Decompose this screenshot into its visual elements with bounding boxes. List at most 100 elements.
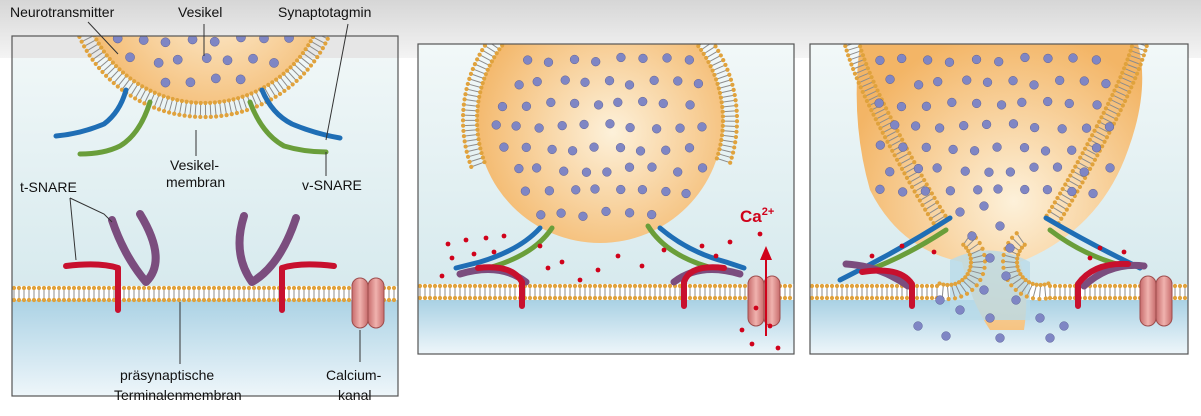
lipid-head — [1142, 53, 1146, 57]
lipid-head — [623, 296, 627, 300]
lipid-head — [87, 286, 91, 290]
lipid-head — [423, 296, 427, 300]
lipid-head — [1090, 133, 1094, 137]
lipid-head — [463, 139, 467, 143]
lipid-head — [461, 108, 465, 112]
molecule — [581, 78, 590, 87]
lipid-head — [851, 67, 855, 71]
lipid-head — [1129, 85, 1133, 89]
lipid-head — [884, 106, 888, 110]
lipid-head — [167, 110, 171, 114]
lipid-head — [840, 284, 844, 288]
lipid-head — [1014, 288, 1018, 292]
lipid-head — [42, 298, 46, 302]
molecule — [945, 58, 954, 67]
lipid-head — [925, 182, 929, 186]
lipid-head — [448, 296, 452, 300]
lipid-head — [953, 296, 957, 300]
lipid-head — [231, 97, 235, 101]
lipid-head — [247, 286, 251, 290]
lipid-head — [157, 298, 161, 302]
calcium-ion — [662, 248, 667, 253]
lipid-head — [466, 82, 470, 86]
lipid-head — [140, 84, 144, 88]
lipid-head — [783, 284, 787, 288]
calcium-ion — [758, 232, 763, 237]
lipid-head — [698, 296, 702, 300]
molecule — [923, 56, 932, 65]
lipid-tail — [947, 285, 948, 299]
lipid-head — [1076, 160, 1080, 164]
lipid-head — [1113, 296, 1117, 300]
lipid-head — [732, 145, 736, 149]
molecule — [269, 58, 278, 67]
lipid-head — [1085, 142, 1089, 146]
lipid-head — [835, 284, 839, 288]
lipid-head — [898, 133, 902, 137]
lipid-head — [475, 57, 479, 61]
molecule — [686, 100, 695, 109]
lipid-head — [1119, 108, 1123, 112]
lipid-head — [392, 298, 396, 302]
lipid-head — [888, 144, 892, 148]
molecule — [636, 147, 645, 156]
lipid-head — [212, 298, 216, 302]
lipid-head — [568, 284, 572, 288]
lipid-head — [1133, 76, 1137, 80]
lipid-head — [980, 247, 984, 251]
lipid-head — [214, 114, 218, 118]
lipid-head — [72, 286, 76, 290]
lipid-head — [97, 66, 101, 70]
lipid-head — [1122, 66, 1126, 70]
molecule — [1053, 163, 1062, 172]
lipid-head — [783, 296, 787, 300]
calcium-ion — [492, 250, 497, 255]
molecule — [579, 212, 588, 221]
lipid-head — [92, 286, 96, 290]
lipid-head — [184, 100, 188, 104]
molecule — [648, 163, 657, 172]
lipid-head — [893, 153, 897, 157]
lipid-head — [825, 296, 829, 300]
molecule — [694, 79, 703, 88]
lipid-head — [875, 88, 879, 92]
molecule — [1043, 97, 1052, 106]
lipid-head — [968, 253, 972, 257]
lipid-head — [428, 296, 432, 300]
lipid-head — [653, 296, 657, 300]
lipid-head — [493, 296, 497, 300]
lipid-head — [493, 284, 497, 288]
lipid-head — [47, 286, 51, 290]
lipid-head — [237, 298, 241, 302]
lipid-head — [479, 86, 483, 90]
lipid-head — [860, 296, 864, 300]
molecule — [682, 189, 691, 198]
presynaptic-membrane — [418, 284, 794, 300]
lipid-head — [864, 62, 868, 66]
molecule — [186, 78, 195, 87]
molecule — [1080, 168, 1089, 177]
molecule — [236, 75, 245, 84]
lipid-head — [1121, 103, 1125, 107]
lipid-head — [643, 284, 647, 288]
presynaptic-membrane — [12, 286, 398, 302]
molecule — [1030, 81, 1039, 90]
lipid-head — [443, 284, 447, 288]
molecule — [223, 56, 232, 65]
lipid-head — [1130, 44, 1134, 48]
lipid-head — [633, 284, 637, 288]
lipid-head — [42, 286, 46, 290]
lipid-head — [94, 62, 98, 66]
lipid-head — [1015, 257, 1019, 261]
lipid-head — [317, 286, 321, 290]
lipid-head — [177, 298, 181, 302]
lipid-head — [498, 296, 502, 300]
lipid-head — [297, 298, 301, 302]
lipid-head — [318, 51, 322, 55]
lipid-head — [241, 95, 245, 99]
lipid-head — [1123, 99, 1127, 103]
lipid-head — [869, 75, 873, 79]
lipid-head — [468, 284, 472, 288]
lipid-head — [148, 89, 152, 93]
molecule — [616, 185, 625, 194]
